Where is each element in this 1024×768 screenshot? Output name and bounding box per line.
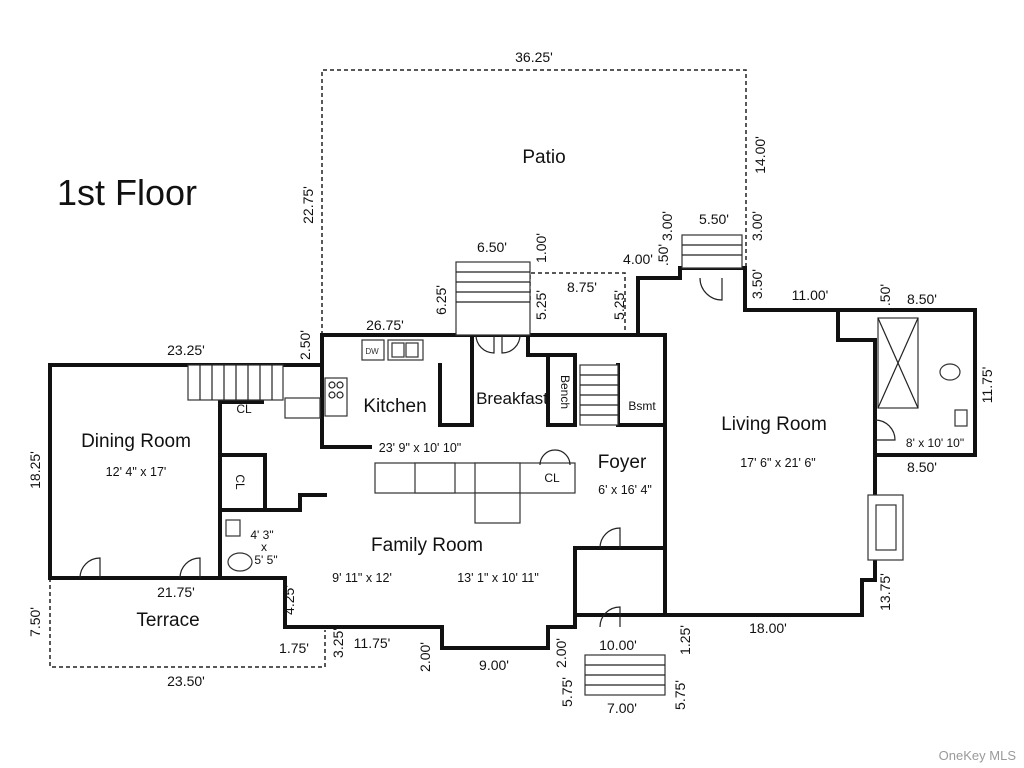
- room-label-cl-dining: CL: [236, 402, 252, 416]
- bath-size: 8' x 10' 10": [906, 436, 964, 450]
- room-label-dining: Dining Room: [81, 431, 191, 452]
- watermark: OneKey MLS: [939, 748, 1017, 763]
- fireplace: [867, 494, 904, 561]
- dim-3-25: 3.25': [330, 628, 346, 658]
- door-swings: [79, 277, 896, 628]
- dim-2-00b: 2.00': [553, 638, 569, 668]
- terrace-outline: [49, 578, 326, 668]
- dim-18-25: 18.25': [27, 451, 43, 489]
- dining-stairs: [187, 364, 284, 401]
- dim-2-00a: 2.00': [417, 642, 433, 672]
- room-size-dining: 12' 4" x 17': [106, 465, 167, 479]
- room-size-family-a: 9' 11" x 12': [332, 571, 392, 585]
- dim-2-50: 2.50': [297, 330, 313, 360]
- dim-5-25a: 5.25': [533, 290, 549, 320]
- dim-9-00: 9.00': [479, 657, 509, 673]
- dim-3-00a: 3.00': [659, 211, 675, 241]
- dim-23-50: 23.50': [167, 673, 205, 689]
- powder-size-b: 5' 5": [254, 553, 277, 567]
- dim-1-00: 1.00': [533, 233, 549, 263]
- dim-patio-top: 36.25': [515, 49, 553, 65]
- patio-outline: [321, 69, 747, 335]
- powder-size-a: 4' 3": [250, 528, 273, 542]
- dim-7-00: 7.00': [607, 700, 637, 716]
- kitchen-fixtures: [284, 339, 576, 524]
- bath-fixtures: [225, 317, 968, 572]
- dim-4-25: 4.25': [281, 585, 297, 615]
- dim-11-75b: 11.75': [354, 635, 391, 651]
- foyer-stairs: [579, 364, 619, 426]
- dim-8-50a: 8.50': [907, 291, 937, 307]
- dim-8-75: 8.75': [567, 279, 597, 295]
- room-label-cl-foyer: CL: [544, 471, 560, 485]
- dim-13-75: 13.75': [877, 573, 893, 611]
- room-label-patio: Patio: [522, 147, 565, 168]
- dim-patio-left: 22.75': [300, 186, 316, 224]
- dim-1-25: 1.25': [677, 625, 693, 655]
- dim-5-75a: 5.75': [559, 677, 575, 707]
- front-steps: [584, 654, 666, 696]
- dim-26-75: 26.75': [366, 317, 404, 333]
- dim-8-50b: 8.50': [907, 459, 937, 475]
- dim-1-75: 1.75': [279, 640, 309, 656]
- exterior-walls: [48, 266, 977, 650]
- dim-18-00: 18.00': [749, 620, 787, 636]
- room-label-terrace: Terrace: [136, 610, 199, 631]
- dim-4-00: 4.00': [623, 251, 653, 267]
- dim-11-75r: 11.75': [979, 367, 995, 404]
- room-label-cl-hall: CL: [233, 474, 247, 490]
- room-label-foyer: Foyer: [598, 452, 647, 473]
- dim-7-50: 7.50': [27, 607, 43, 637]
- dim-3-50: 3.50': [749, 269, 765, 299]
- dim-10-00: 10.00': [599, 637, 637, 653]
- patio-steps: [455, 234, 743, 336]
- room-label-kitchen: Kitchen: [363, 396, 426, 417]
- dim-21-75: 21.75': [157, 584, 195, 600]
- dim-23-25: 23.25': [167, 342, 205, 358]
- room-label-bsmt: Bsmt: [628, 399, 656, 413]
- room-size-kitchen: 23' 9" x 10' 10": [379, 441, 461, 455]
- room-size-family-b: 13' 1" x 10' 11": [457, 571, 539, 585]
- room-label-breakfast: Breakfast: [476, 389, 548, 408]
- dim-50b: .50': [877, 284, 893, 306]
- dishwasher-label: DW: [365, 347, 379, 356]
- room-size-living: 17' 6" x 21' 6": [740, 456, 816, 470]
- room-size-foyer: 6' x 16' 4": [598, 483, 652, 497]
- dim-step-top: 6.50': [477, 239, 507, 255]
- room-label-bench: Bench: [558, 375, 572, 409]
- dim-5-50: 5.50': [699, 211, 729, 227]
- dim-5-75b: 5.75': [672, 680, 688, 710]
- dim-50a: .50': [655, 244, 671, 266]
- dim-3-00b: 3.00': [749, 211, 765, 241]
- floor-title: 1st Floor: [57, 172, 197, 213]
- room-label-living: Living Room: [721, 414, 827, 435]
- powder-size-x: x: [261, 540, 267, 554]
- room-label-family: Family Room: [371, 535, 483, 556]
- dim-6-25: 6.25': [433, 285, 449, 315]
- dim-11-00: 11.00': [792, 287, 829, 303]
- dim-patio-right: 14.00': [752, 136, 768, 174]
- dim-5-25b: 5.25': [611, 290, 627, 320]
